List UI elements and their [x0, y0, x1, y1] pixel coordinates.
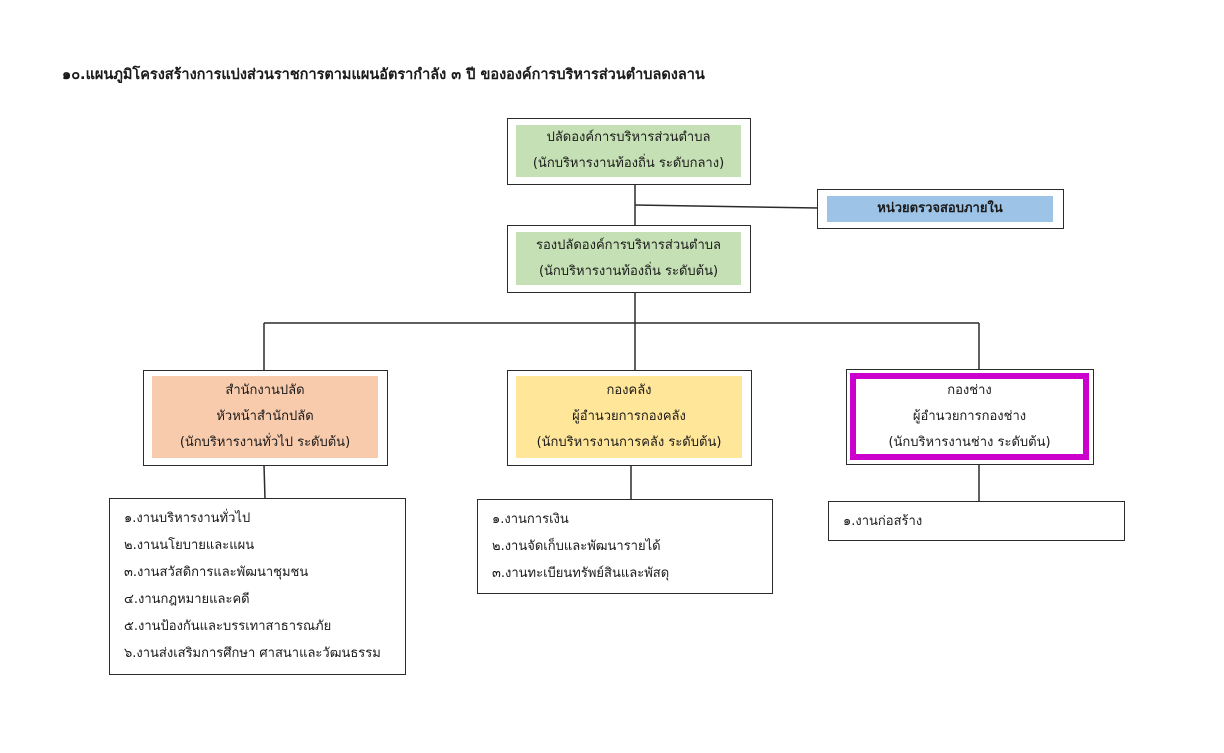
- division-finance-level: (นักบริหารงานการคลัง ระดับต้น): [536, 435, 722, 450]
- connector-audit: [634, 204, 819, 209]
- division-finance-fill: กองคลัง ผู้อำนวยการกองคลัง (นักบริหารงาน…: [516, 376, 742, 458]
- list-item: ๒.งานนโยบายและแผน: [124, 538, 255, 553]
- list-item: ๒.งานจัดเก็บและพัฒนารายได้: [492, 539, 661, 554]
- division-office-box: สำนักงานปลัด หัวหน้าสำนักปลัด (นักบริหาร…: [143, 370, 388, 466]
- division-engineering-head: ผู้อำนวยการกองช่าง: [912, 408, 1027, 424]
- division-engineering-box: กองช่าง ผู้อำนวยการกองช่าง (นักบริหารงาน…: [846, 369, 1094, 465]
- list-item: ๓.งานทะเบียนทรัพย์สินและพัสดุ: [492, 566, 670, 581]
- finance-task-list: ๑.งานการเงิน ๒.งานจัดเก็บและพัฒนารายได้ …: [477, 499, 773, 594]
- division-finance-box: กองคลัง ผู้อำนวยการกองคลัง (นักบริหารงาน…: [507, 370, 752, 466]
- list-item: ๔.งานกฎหมายและคดี: [124, 592, 250, 607]
- deputy-administrator-level: (นักบริหารงานท้องถิ่น ระดับต้น): [538, 263, 719, 279]
- connector-left-list: [263, 464, 266, 500]
- division-office-level: (นักบริหารงานทั่วไป ระดับต้น): [179, 435, 351, 450]
- deputy-administrator-box: รองปลัดองค์การบริหารส่วนตำบล (นักบริหารง…: [507, 225, 751, 293]
- division-engineering-level: (นักบริหารงานช่าง ระดับต้น): [888, 434, 1051, 450]
- division-office-fill: สำนักงานปลัด หัวหน้าสำนักปลัด (นักบริหาร…: [152, 376, 378, 458]
- list-item: ๓.งานสวัสดิการและพัฒนาชุมชน: [124, 565, 309, 580]
- list-item: ๕.งานป้องกันและบรรเทาสาธารณภัย: [124, 619, 332, 634]
- division-office-name: สำนักงานปลัด: [225, 383, 305, 398]
- chief-administrator-title: ปลัดองค์การบริหารส่วนตำบล: [546, 130, 711, 145]
- list-item: ๖.งานส่งเสริมการศึกษา ศาสนาและวัฒนธรรม: [124, 646, 381, 661]
- division-finance-head: ผู้อำนวยการกองคลัง: [572, 409, 686, 424]
- deputy-administrator-fill: รองปลัดองค์การบริหารส่วนตำบล (นักบริหารง…: [516, 232, 741, 285]
- chief-administrator-box: ปลัดองค์การบริหารส่วนตำบล (นักบริหารงานท…: [507, 118, 751, 185]
- list-item: ๑.งานการเงิน: [492, 512, 569, 527]
- page-title: ๑๐.แผนภูมิโครงสร้างการแบ่งส่วนราชการตามแ…: [62, 67, 705, 83]
- internal-audit-label: หน่วยตรวจสอบภายใน: [877, 201, 1003, 216]
- chief-administrator-fill: ปลัดองค์การบริหารส่วนตำบล (นักบริหารงานท…: [516, 125, 741, 177]
- list-item: ๑.งานก่อสร้าง: [843, 514, 923, 529]
- internal-audit-fill: หน่วยตรวจสอบภายใน: [827, 196, 1053, 222]
- internal-audit-box: หน่วยตรวจสอบภายใน: [817, 189, 1064, 229]
- division-engineering-name: กองช่าง: [947, 382, 992, 398]
- list-item: ๑.งานบริหารงานทั่วไป: [124, 511, 251, 526]
- division-finance-name: กองคลัง: [606, 383, 652, 398]
- chief-administrator-level: (นักบริหารงานท้องถิ่น ระดับกลาง): [532, 156, 725, 171]
- office-task-list: ๑.งานบริหารงานทั่วไป ๒.งานนโยบายและแผน ๓…: [109, 498, 406, 675]
- engineering-task-list: ๑.งานก่อสร้าง: [828, 501, 1125, 541]
- division-engineering-fill: กองช่าง ผู้อำนวยการกองช่าง (นักบริหารงาน…: [850, 373, 1089, 460]
- deputy-administrator-title: รองปลัดองค์การบริหารส่วนตำบล: [536, 237, 721, 253]
- division-office-head: หัวหน้าสำนักปลัด: [216, 409, 314, 424]
